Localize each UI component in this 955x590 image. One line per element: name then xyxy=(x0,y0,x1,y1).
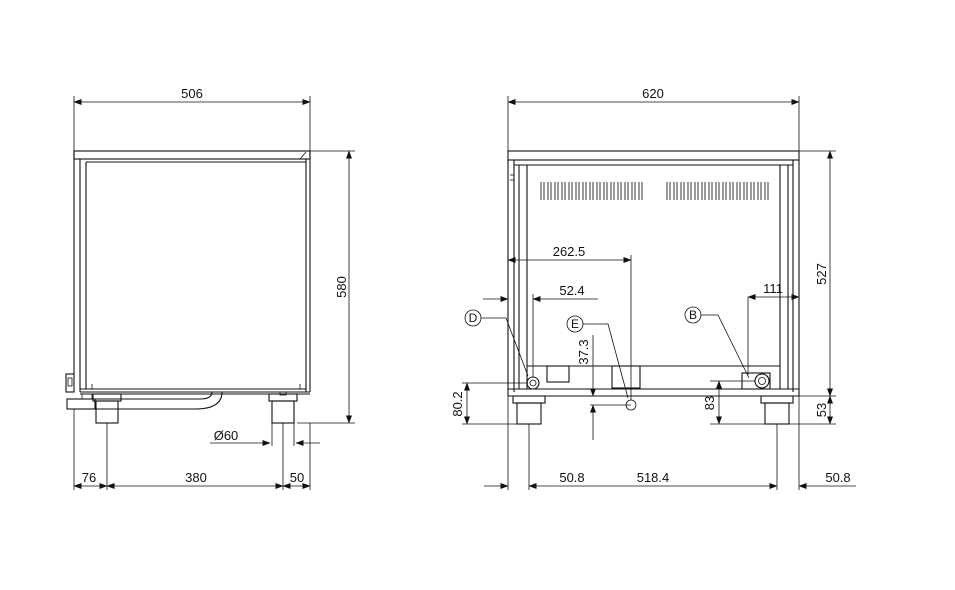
tag-e-label: E xyxy=(571,317,579,331)
dim-580-label: 580 xyxy=(334,276,349,298)
dim-111-label: 111 xyxy=(763,281,783,296)
front-vents xyxy=(540,182,769,200)
dim-518-4-label: 518.4 xyxy=(637,470,670,485)
dim-37-3-label: 37.3 xyxy=(576,339,591,364)
dim-37-3: 37.3 xyxy=(576,335,631,440)
dim-side-bottom-chain: 76 380 50 xyxy=(73,409,311,490)
side-leg-right xyxy=(268,391,298,424)
dim-620: 620 xyxy=(507,86,800,151)
dim-380-label: 380 xyxy=(185,470,207,485)
tag-b-label: B xyxy=(689,308,697,322)
dim-52-4-label: 52.4 xyxy=(559,283,584,298)
tag-b: B xyxy=(684,306,750,379)
dim-52-4: 52.4 xyxy=(483,283,598,377)
tag-d: D xyxy=(464,309,529,377)
dim-580: 580 xyxy=(297,150,355,424)
dim-262-5-label: 262.5 xyxy=(553,244,586,259)
front-view: D E B 620 527 xyxy=(450,86,856,490)
dim-50-8-left-label: 50.8 xyxy=(559,470,584,485)
front-leg-left xyxy=(512,395,546,425)
dim-83-label: 83 xyxy=(702,396,717,410)
dim-527-label: 527 xyxy=(814,263,829,285)
dim-front-bottom-chain: 50.8 518.4 50.8 xyxy=(484,396,856,490)
tag-d-label: D xyxy=(469,311,478,325)
side-handle xyxy=(65,373,75,393)
dim-506-label: 506 xyxy=(181,86,203,101)
dim-76-label: 76 xyxy=(82,470,96,485)
dim-80-2-label: 80.2 xyxy=(450,391,465,416)
dim-83: 83 xyxy=(702,380,765,425)
front-leg-right xyxy=(760,395,794,425)
dim-527: 527 xyxy=(793,150,836,397)
dim-50-label: 50 xyxy=(290,470,304,485)
dim-53: 53 xyxy=(789,395,836,425)
dim-111: 111 xyxy=(747,281,800,375)
front-frame xyxy=(507,150,800,397)
dim-53-label: 53 xyxy=(814,403,829,417)
side-view: 506 580 Ø60 76 380 50 xyxy=(65,86,355,490)
tag-e: E xyxy=(566,315,629,399)
front-fittings xyxy=(526,365,771,411)
dim-262-5: 262.5 xyxy=(507,244,632,400)
dim-620-label: 620 xyxy=(642,86,664,101)
dim-diameter-60-label: Ø60 xyxy=(214,428,239,443)
side-drain-pipe xyxy=(66,391,223,410)
dim-50-8-right-label: 50.8 xyxy=(825,470,850,485)
dim-506: 506 xyxy=(73,86,311,151)
side-body-outline xyxy=(73,150,311,395)
dim-diameter-60: Ø60 xyxy=(210,423,320,446)
